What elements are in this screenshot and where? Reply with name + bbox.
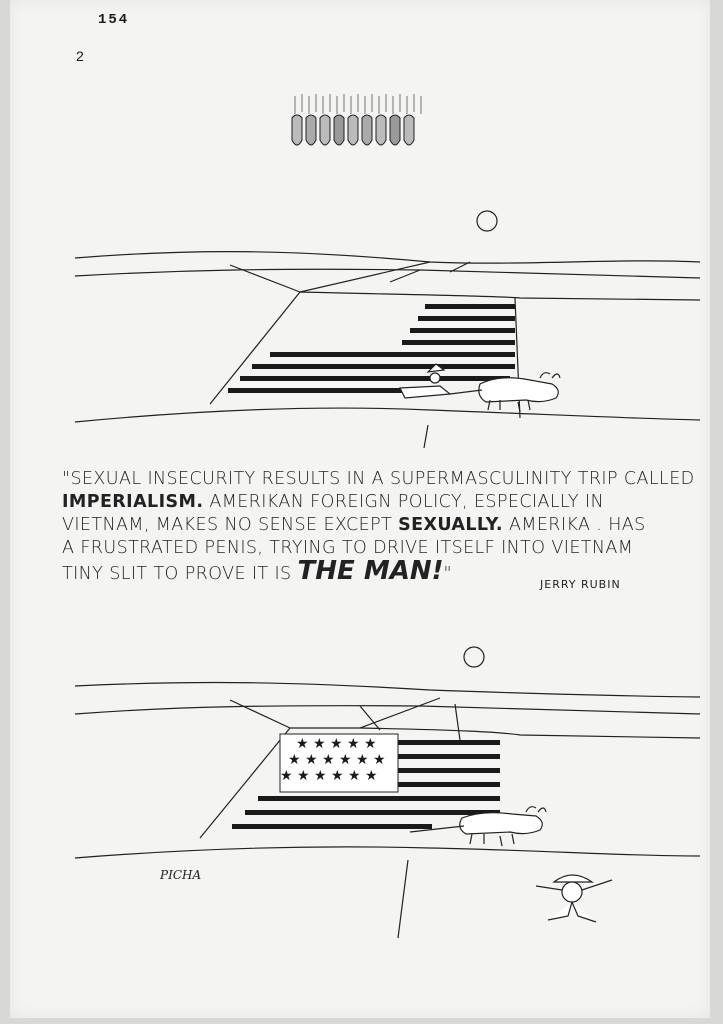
falling-bombs-icon: [291, 94, 422, 146]
quote-line-2-rest: AMERIKAN FOREIGN POLICY, ESPECIALLY IN: [203, 492, 604, 512]
quote-line-4: A FRUSTRATED PENIS, TRYING TO DRIVE ITSE…: [62, 538, 634, 558]
fleeing-figure-icon: [535, 874, 613, 923]
svg-text:★ ★ ★ ★ ★: ★ ★ ★ ★ ★: [296, 736, 377, 752]
svg-text:★ ★ ★ ★ ★ ★: ★ ★ ★ ★ ★ ★: [280, 768, 378, 784]
quote-line-3-start: VIETNAM, MAKES NO SENSE EXCEPT: [62, 515, 399, 535]
quote-emphasis-imperialism: IMPERIALISM.: [62, 492, 204, 512]
page-number-top: 154: [98, 12, 130, 28]
flag-rug-icon: [228, 304, 515, 393]
quote-line-5: TINY SLIT TO PROVE IT IS THE MAN!": [62, 558, 712, 586]
top-panel: [74, 210, 701, 449]
bottom-panel: ★ ★ ★ ★ ★ ★ ★ ★ ★ ★ ★ ★ ★ ★ ★ ★ ★: [74, 646, 701, 939]
artist-signature: PICHA: [160, 868, 202, 882]
flag-rug-icon: ★ ★ ★ ★ ★ ★ ★ ★ ★ ★ ★ ★ ★ ★ ★ ★ ★: [232, 733, 500, 829]
ox-icon: [449, 372, 561, 413]
quote-line-1: "SEXUAL INSECURITY RESULTS IN A SUPERMAS…: [62, 469, 695, 489]
quote-block: "SEXUAL INSECURITY RESULTS IN A SUPERMAS…: [62, 468, 712, 586]
quote-line-3: VIETNAM, MAKES NO SENSE EXCEPT SEXUALLY.…: [62, 514, 712, 537]
quote-emphasis-sexually: SEXUALLY.: [398, 515, 503, 535]
quote-emphasis-the-man: THE MAN!: [297, 556, 444, 586]
quote-line-5-start: TINY SLIT TO PROVE IT IS: [62, 564, 298, 584]
svg-text:★ ★ ★ ★ ★ ★: ★ ★ ★ ★ ★ ★: [288, 752, 386, 768]
ox-icon: [409, 806, 547, 847]
page-number-side: 2: [76, 48, 84, 64]
quote-line-5-end: ": [443, 564, 452, 584]
quote-attribution: JERRY RUBIN: [540, 578, 621, 591]
moon-icon: [476, 210, 498, 232]
document-page: 154 2: [10, 0, 710, 1018]
quote-line-3-rest: AMERIKA . HAS: [502, 515, 646, 535]
quote-line-2: IMPERIALISM. AMERIKAN FOREIGN POLICY, ES…: [62, 491, 712, 514]
moon-icon: [463, 646, 485, 668]
